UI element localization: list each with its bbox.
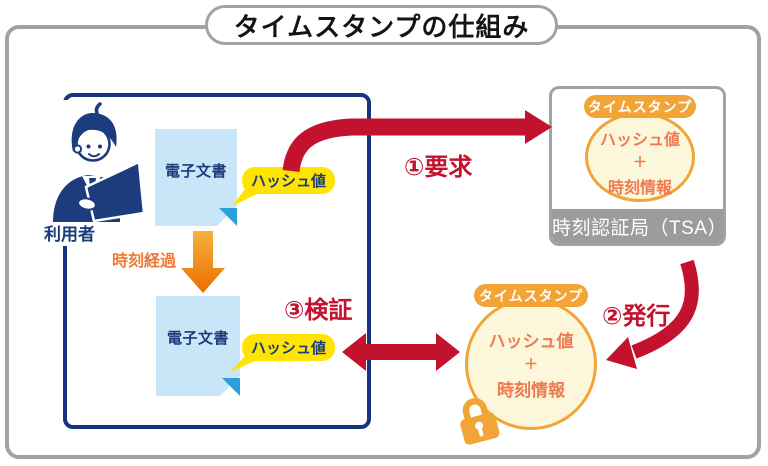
document-label: 電子文書: [166, 330, 229, 347]
tsa-time-info-label: 時刻情報: [607, 180, 672, 197]
page-title: タイムスタンプの仕組み: [233, 11, 530, 42]
user-figure: [36, 100, 148, 246]
document-fold-cover: [220, 376, 240, 396]
tsa-timestamp-pill: タイムスタンプ: [584, 95, 696, 118]
step-request-label: ①要求: [404, 154, 473, 181]
document-fold-icon: [222, 378, 240, 396]
user-at-laptop-icon: [53, 102, 146, 223]
issued-timestamp-pill: タイムスタンプ: [474, 284, 588, 307]
user-label: 利用者: [44, 225, 95, 244]
tsa-hash-label: ハッシュ値: [599, 132, 680, 149]
padlock-icon: [449, 387, 505, 449]
hash-value-bubble-2: ハッシュ値: [242, 334, 335, 361]
step-verify-label: ③検証: [284, 297, 353, 324]
hash-value-label: ハッシュ値: [250, 173, 326, 190]
tsa-name: 時刻認証局（TSA）: [552, 217, 727, 239]
issued-hash-label: ハッシュ値: [488, 332, 574, 351]
issued-time-info-label: 時刻情報: [497, 381, 565, 400]
document-label: 電子文書: [164, 163, 227, 180]
document-fold-cover: [217, 206, 237, 226]
timestamp-pill-label: タイムスタンプ: [587, 98, 693, 115]
user-area-box: [63, 93, 371, 429]
timestamp-pill-label: タイムスタンプ: [478, 287, 584, 304]
electronic-document-2: 電子文書: [156, 296, 240, 396]
tsa-timestamp-circle: ハッシュ値 ＋ 時刻情報: [585, 112, 695, 202]
step-issue-label: ②発行: [602, 303, 671, 330]
plus-sign: ＋: [524, 356, 538, 372]
hash-value-bubble-1: ハッシュ値: [242, 167, 335, 194]
hash-value-label: ハッシュ値: [250, 340, 326, 357]
tsa-name-bar: 時刻認証局（TSA）: [552, 209, 727, 243]
time-elapse-label: 時刻経過: [112, 253, 177, 270]
plus-sign: ＋: [633, 154, 647, 170]
document-fold-icon: [219, 208, 237, 226]
title-pill: タイムスタンプの仕組み: [205, 5, 558, 45]
electronic-document-1: 電子文書: [155, 129, 237, 226]
